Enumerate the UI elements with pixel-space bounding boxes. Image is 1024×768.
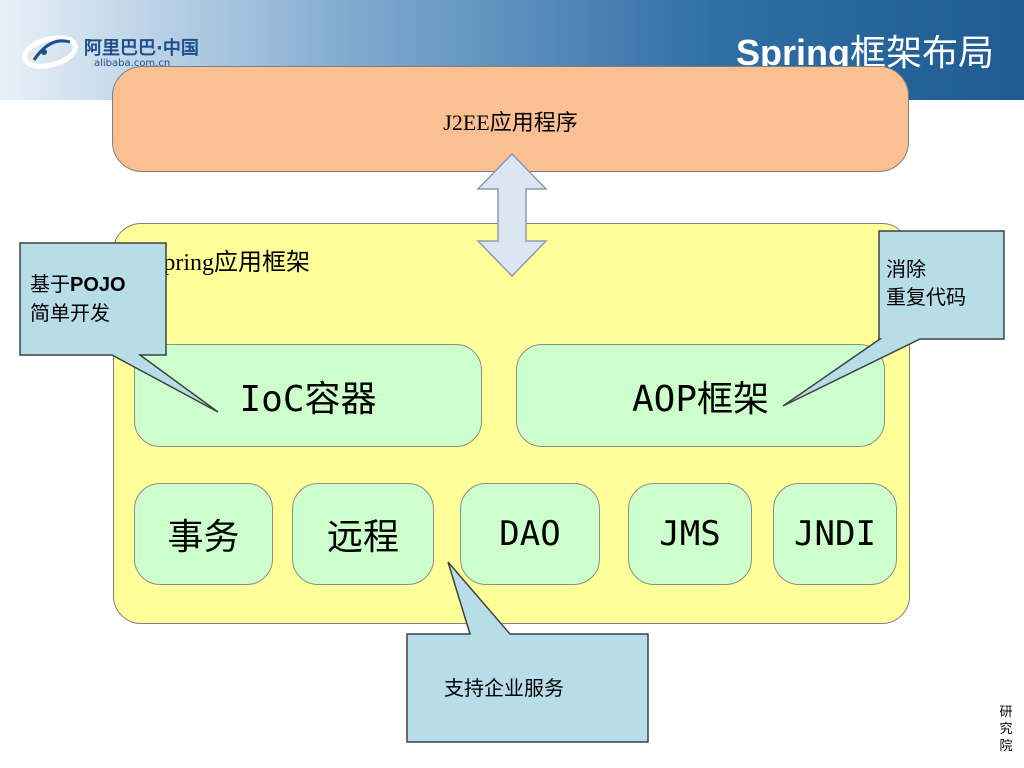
callout-duplicate-code-shape [782,230,1005,407]
callout-pojo-line2: 简单开发 [30,301,110,325]
double-arrow-icon [476,153,548,277]
jms-box: JMS [628,483,752,585]
footer-note: 研究院 [999,705,1013,754]
logo-subtext: alibaba.com.cn [94,58,171,69]
callout-duplicate-code-text: 消除 重复代码 [886,255,966,311]
j2ee-application-label: J2EE应用程序 [443,110,578,135]
callout-dup-line1: 消除 [886,257,926,281]
jndi-box: JNDI [773,483,897,585]
callout-dup-line2: 重复代码 [886,285,966,309]
callout-pojo-text: 基于POJO 简单开发 [30,270,126,327]
callout-pojo-shape [19,242,219,413]
alibaba-logo: 阿里巴巴·中国 alibaba.com.cn [22,30,212,72]
callout-enterprise-text: 支持企业服务 [444,676,564,700]
callout-pojo-bold: POJO [70,274,126,296]
aop-framework-box: AOP框架 [516,344,885,447]
transaction-box: 事务 [134,483,273,585]
spring-framework-label: Spring应用框架 [150,250,311,276]
logo-text: 阿里巴巴·中国 [84,38,199,59]
remote-box: 远程 [292,483,434,585]
callout-pojo-prefix: 基于 [30,272,70,296]
alibaba-logo-icon [22,35,78,69]
callout-enterprise-shape [406,561,649,743]
j2ee-application-box: J2EE应用程序 [112,66,909,172]
dao-box: DAO [460,483,600,585]
